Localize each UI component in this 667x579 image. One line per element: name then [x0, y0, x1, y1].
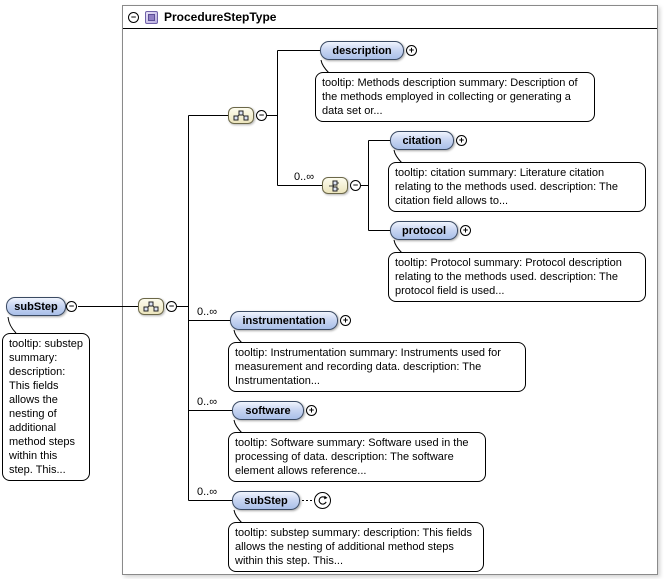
- complex-type-header: − ProcedureStepType: [123, 6, 657, 29]
- choice-icon: [329, 180, 339, 191]
- sequence-main-collapse-button[interactable]: −: [166, 301, 177, 312]
- sequence-compositor-upper[interactable]: [228, 107, 254, 124]
- tooltip-instrumentation: tooltip: Instrumentation summary: Instru…: [228, 342, 526, 392]
- tooltip-software: tooltip: Software summary: Software used…: [228, 432, 486, 482]
- element-substep-child[interactable]: subStep: [232, 491, 300, 510]
- occurrence-label-substep: 0..∞: [197, 486, 218, 498]
- tooltip-protocol: tooltip: Protocol summary: Protocol desc…: [388, 252, 646, 302]
- substep-root-collapse-button[interactable]: −: [66, 301, 77, 312]
- element-instrumentation[interactable]: instrumentation: [230, 311, 338, 330]
- complex-type-icon: [145, 10, 158, 24]
- instrumentation-expand-button[interactable]: +: [340, 315, 351, 326]
- collapse-type-button[interactable]: −: [128, 11, 139, 23]
- choice-collapse-button[interactable]: −: [350, 180, 361, 191]
- software-expand-button[interactable]: +: [306, 405, 317, 416]
- element-software[interactable]: software: [232, 401, 304, 420]
- tooltip-citation: tooltip: citation summary: Literature ci…: [388, 162, 646, 212]
- tooltip-substep-child: tooltip: substep summary: description: T…: [228, 522, 484, 572]
- occurrence-label-instrumentation: 0..∞: [197, 306, 218, 318]
- sequence-compositor-main[interactable]: [138, 298, 164, 315]
- recursion-icon: [314, 492, 331, 509]
- occurrence-label-software: 0..∞: [197, 396, 218, 408]
- citation-expand-button[interactable]: +: [456, 135, 467, 146]
- tooltip-substep-root: tooltip: substep summary: description: T…: [2, 333, 90, 481]
- protocol-expand-button[interactable]: +: [460, 225, 471, 236]
- occurrence-label-choice: 0..∞: [294, 171, 315, 183]
- sequence-icon: [143, 301, 159, 312]
- sequence-icon: [233, 110, 249, 121]
- choice-compositor[interactable]: [322, 177, 348, 194]
- sequence-upper-collapse-button[interactable]: −: [256, 110, 267, 121]
- tooltip-description: tooltip: Methods description summary: De…: [315, 72, 595, 122]
- type-title: ProcedureStepType: [164, 10, 277, 24]
- element-description[interactable]: description: [320, 41, 404, 60]
- element-citation[interactable]: citation: [390, 131, 454, 150]
- element-substep-root[interactable]: subStep: [6, 297, 66, 316]
- element-protocol[interactable]: protocol: [390, 221, 458, 240]
- description-expand-button[interactable]: +: [406, 45, 417, 56]
